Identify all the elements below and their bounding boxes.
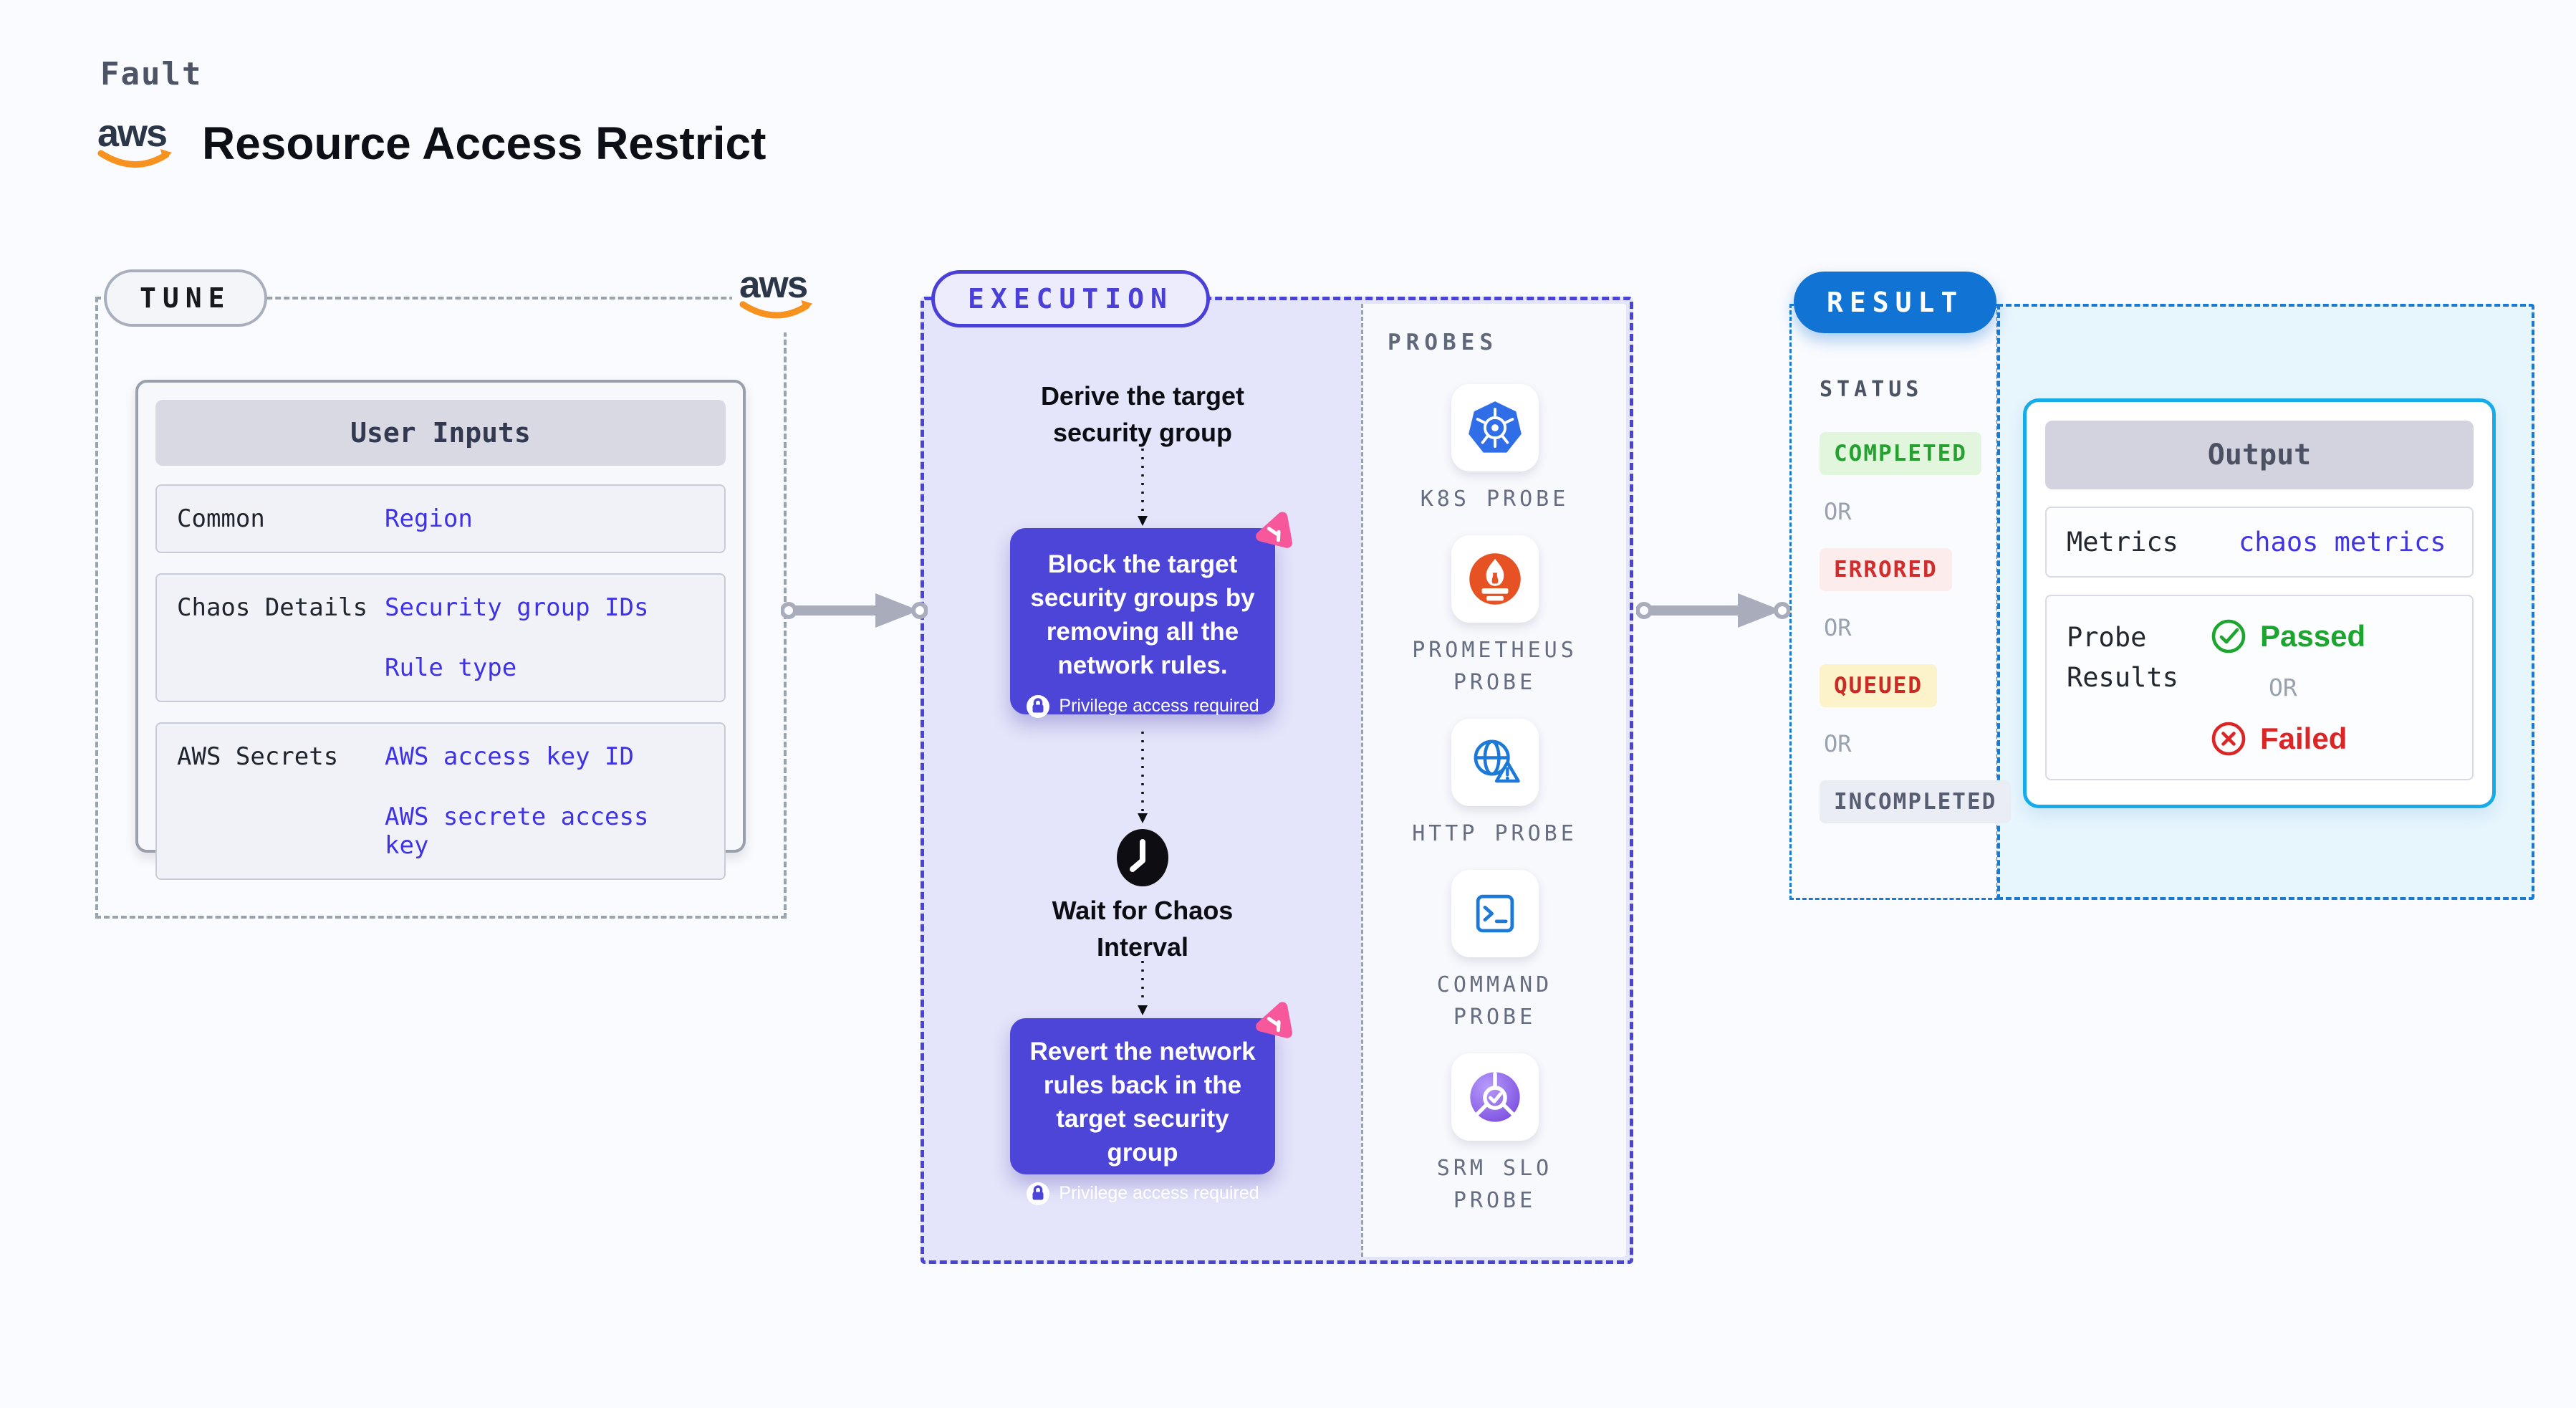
tune-section: TUNE aws User Inputs Common Region Chaos… bbox=[95, 259, 825, 919]
privilege-note: Privilege access required bbox=[1023, 694, 1262, 719]
input-value: Region bbox=[385, 504, 473, 533]
prometheus-icon bbox=[1469, 553, 1521, 605]
execution-flow: Derive the target security group Block t… bbox=[935, 300, 1350, 1260]
wait-clock-icon bbox=[1114, 828, 1171, 891]
input-value: Rule type bbox=[385, 653, 517, 682]
chaos-flag-icon bbox=[1256, 1002, 1293, 1038]
privilege-note: Privilege access required bbox=[1022, 1182, 1264, 1206]
probe-label: SRM SLO PROBE bbox=[1436, 1156, 1553, 1213]
execution-section: EXECUTION Derive the target security gro… bbox=[921, 270, 1633, 1264]
probe-item-prometheus: PROMETHEUS PROBE bbox=[1402, 535, 1588, 699]
probe-label: PROMETHEUS PROBE bbox=[1412, 638, 1577, 695]
page-header: aws Resource Access Restrict bbox=[97, 113, 766, 173]
metrics-row: Metrics chaos metrics bbox=[2045, 507, 2474, 578]
or-separator: OR bbox=[1824, 614, 1852, 641]
status-column: STATUS COMPLETED OR ERRORED OR QUEUED OR… bbox=[1820, 377, 2012, 823]
input-row-label: Common bbox=[177, 504, 265, 533]
result-section: RESULT STATUS COMPLETED OR ERRORED OR QU… bbox=[1789, 272, 2534, 900]
probe-results-label: Probe Results bbox=[2067, 622, 2178, 693]
check-circle-icon bbox=[2211, 619, 2246, 653]
aws-logo-icon: aws bbox=[732, 259, 825, 332]
lock-icon bbox=[1027, 1182, 1050, 1205]
status-label: STATUS bbox=[1820, 377, 1923, 402]
lock-icon bbox=[1027, 694, 1050, 718]
tune-badge: TUNE bbox=[104, 269, 267, 327]
status-badge-errored: ERRORED bbox=[1820, 548, 1952, 591]
or-separator: OR bbox=[1824, 730, 1852, 757]
output-title: Output bbox=[2045, 421, 2474, 489]
failed-verdict: Failed bbox=[2210, 720, 2365, 757]
probe-label: HTTP PROBE bbox=[1412, 821, 1577, 846]
tune-to-execution-arrow bbox=[781, 593, 928, 628]
input-value: Security group IDs bbox=[385, 593, 649, 622]
x-circle-icon bbox=[2211, 722, 2246, 756]
user-inputs-card: User Inputs Common Region Chaos Details … bbox=[135, 380, 746, 880]
execution-badge: EXECUTION bbox=[931, 270, 1210, 327]
result-badge: RESULT bbox=[1794, 272, 1997, 333]
status-badge-incompleted: INCOMPLETED bbox=[1820, 780, 2012, 823]
wait-step-text: Wait for Chaos Interval bbox=[1052, 896, 1234, 962]
kubernetes-icon bbox=[1468, 401, 1522, 453]
status-badge-queued: QUEUED bbox=[1820, 664, 1937, 707]
probe-label: K8S PROBE bbox=[1420, 487, 1570, 512]
probes-label: PROBES bbox=[1388, 330, 1498, 355]
block-step-text: Block the target security groups by remo… bbox=[1030, 550, 1255, 679]
revert-step-card: Revert the network rules back in the tar… bbox=[1010, 1002, 1293, 1205]
probe-results-row: Probe Results Passed OR Failed bbox=[2045, 595, 2474, 780]
probes-panel: PROBES bbox=[1361, 304, 1626, 1257]
passed-verdict: Passed bbox=[2210, 618, 2365, 655]
block-step-card: Block the target security groups by remo… bbox=[1010, 512, 1293, 718]
fault-eyebrow-label: Fault bbox=[100, 56, 203, 92]
metrics-label: Metrics bbox=[2067, 527, 2178, 557]
svg-text:aws: aws bbox=[739, 264, 807, 306]
probe-label: COMMAND PROBE bbox=[1436, 972, 1553, 1030]
metrics-value: chaos metrics bbox=[2239, 527, 2446, 557]
or-separator: OR bbox=[1824, 498, 1852, 525]
probe-item-command: COMMAND PROBE bbox=[1402, 870, 1588, 1033]
user-inputs-title: User Inputs bbox=[155, 400, 726, 466]
status-badge-completed: COMPLETED bbox=[1820, 432, 1981, 475]
flow-arrow-down-icon bbox=[1138, 732, 1148, 823]
page-title: Resource Access Restrict bbox=[202, 118, 766, 169]
or-separator: OR bbox=[2269, 674, 2297, 701]
probe-item-http: HTTP PROBE bbox=[1412, 719, 1577, 850]
flow-arrow-down-icon bbox=[1138, 961, 1148, 1015]
probe-item-srm-slo: SRM SLO PROBE bbox=[1402, 1053, 1588, 1217]
execution-to-result-arrow bbox=[1636, 593, 1790, 628]
output-card: Output Metrics chaos metrics Probe Resul… bbox=[2023, 398, 2496, 808]
http-globe-icon bbox=[1474, 739, 1520, 783]
input-row-chaos-details: Chaos Details Security group IDs Rule ty… bbox=[155, 573, 726, 702]
derive-step-text: Derive the target security group bbox=[1040, 381, 1245, 448]
probe-item-k8s: K8S PROBE bbox=[1421, 384, 1570, 515]
input-value: AWS secrete access key bbox=[385, 803, 649, 860]
revert-step-text: Revert the network rules back in the tar… bbox=[1029, 1038, 1256, 1167]
input-row-common: Common Region bbox=[155, 484, 726, 553]
chaos-flag-icon bbox=[1256, 512, 1293, 548]
input-row-label: Chaos Details bbox=[177, 593, 368, 622]
svg-text:aws: aws bbox=[97, 113, 166, 155]
command-terminal-icon bbox=[1476, 894, 1514, 933]
input-row-label: AWS Secrets bbox=[177, 742, 339, 771]
flow-arrow-down-icon bbox=[1138, 449, 1148, 526]
input-row-aws-secrets: AWS Secrets AWS access key ID AWS secret… bbox=[155, 722, 726, 880]
input-value: AWS access key ID bbox=[385, 742, 634, 771]
aws-logo-icon: aws bbox=[97, 113, 172, 168]
srm-slo-icon bbox=[1469, 1071, 1520, 1122]
